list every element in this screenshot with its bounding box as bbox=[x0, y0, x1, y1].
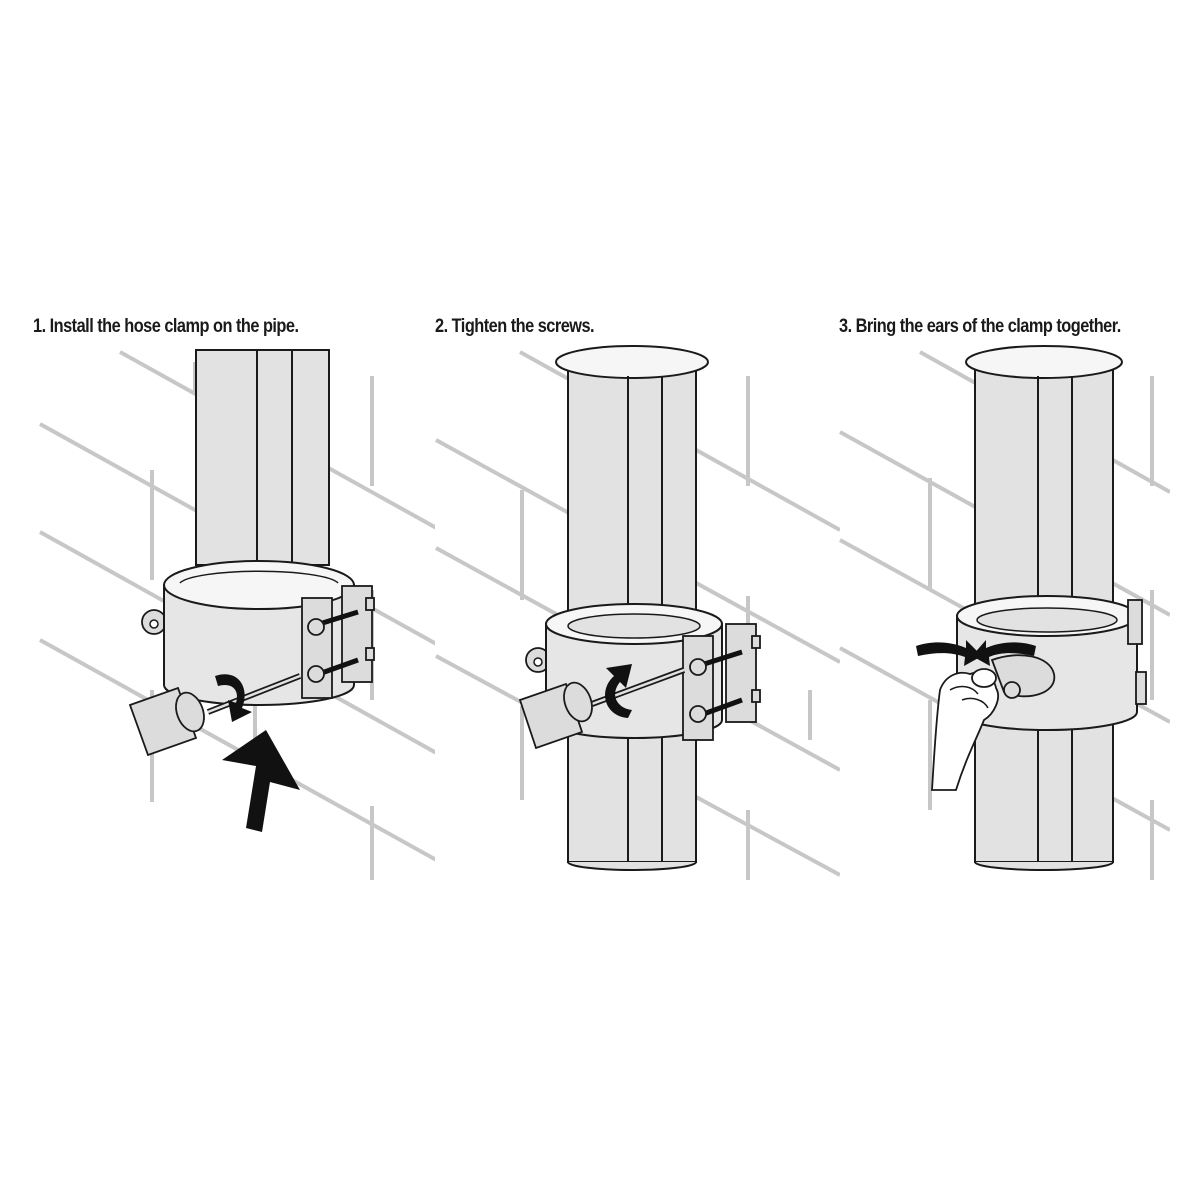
hose-clamp-1 bbox=[141, 560, 375, 706]
step-2-caption: 2. Tighten the screws. bbox=[435, 316, 595, 337]
screwdriver-icon bbox=[518, 667, 686, 750]
squeeze-arrows-icon bbox=[916, 640, 1036, 666]
rotate-arrow-icon bbox=[605, 664, 632, 718]
push-up-arrow-icon bbox=[222, 730, 300, 832]
rotate-arrow-icon bbox=[215, 674, 252, 722]
step-3-caption: 3. Bring the ears of the clamp together. bbox=[839, 316, 1121, 337]
step-1-caption: 1. Install the hose clamp on the pipe. bbox=[33, 316, 299, 337]
screwdriver-icon bbox=[128, 673, 302, 757]
pipe-1 bbox=[195, 349, 330, 566]
hand-icon bbox=[931, 668, 999, 791]
